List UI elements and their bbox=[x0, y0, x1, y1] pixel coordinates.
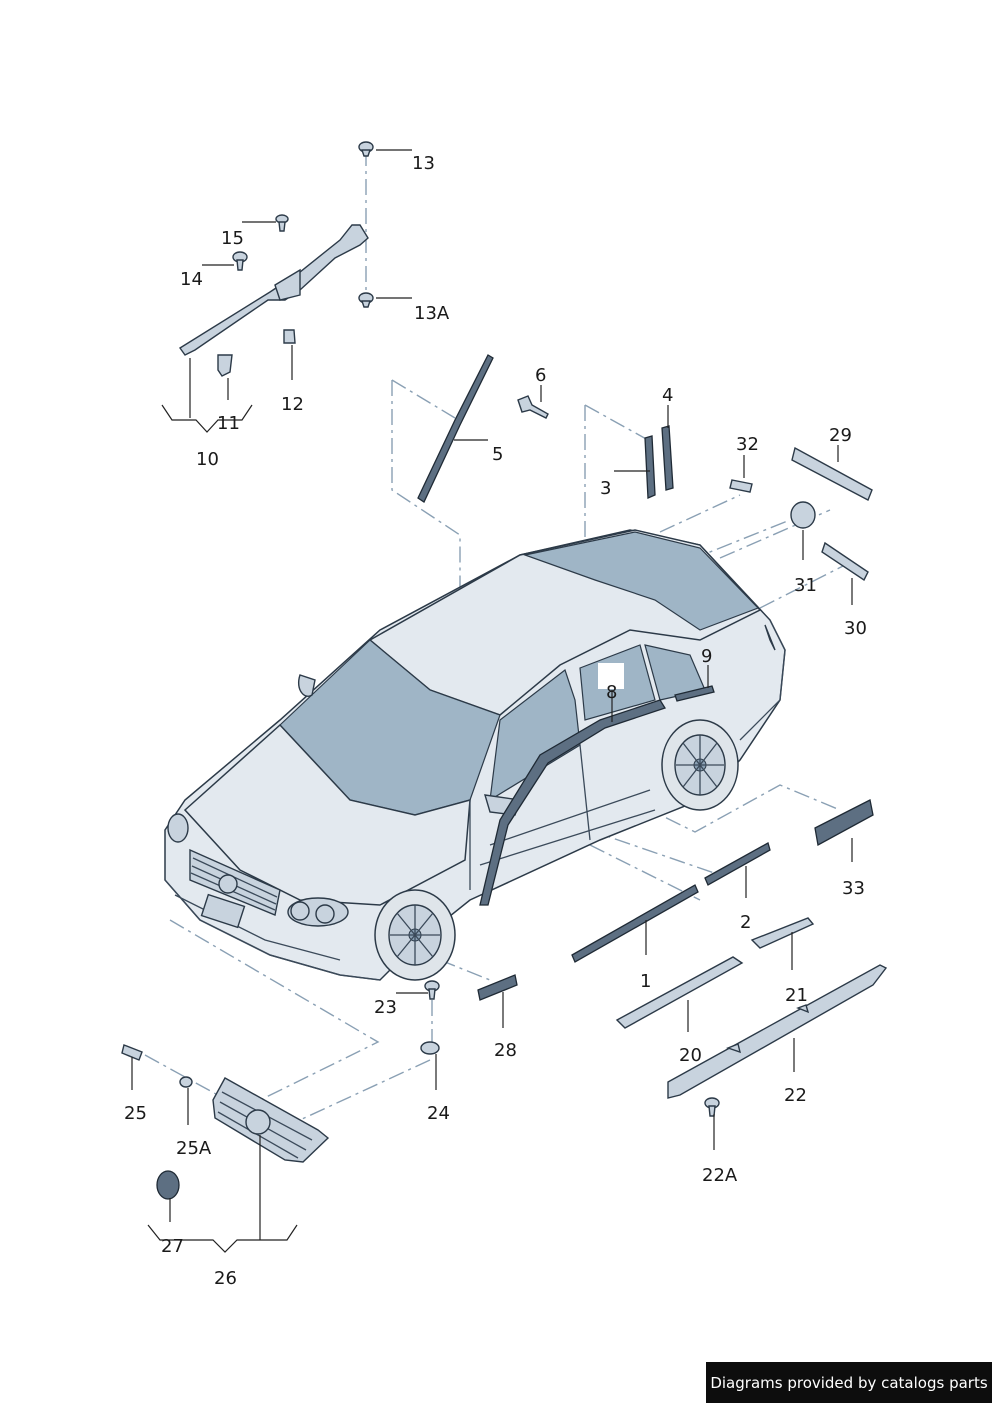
callout-30: 30 bbox=[844, 618, 867, 639]
part-2-side-molding bbox=[704, 842, 771, 886]
footer-credit-badge: Diagrams provided by catalogs parts bbox=[706, 1362, 992, 1403]
callout-26: 26 bbox=[214, 1268, 237, 1289]
callout-27: 27 bbox=[161, 1236, 184, 1257]
part-27-emblem bbox=[156, 1170, 180, 1200]
part-22-rocker-panel bbox=[667, 964, 888, 1099]
callout-28: 28 bbox=[494, 1040, 517, 1061]
part-1-side-molding bbox=[571, 884, 699, 963]
callout-20: 20 bbox=[679, 1045, 702, 1066]
callout-25a: 25A bbox=[176, 1138, 212, 1159]
part-24-nut bbox=[420, 1041, 440, 1055]
callout-31: 31 bbox=[794, 575, 817, 596]
part-9-trim bbox=[674, 685, 715, 702]
callout-3: 3 bbox=[600, 478, 611, 499]
callout-4: 4 bbox=[662, 385, 673, 406]
callout-6: 6 bbox=[535, 365, 546, 386]
part-25a-nut bbox=[179, 1076, 193, 1088]
callout-10: 10 bbox=[196, 449, 219, 470]
part-3-pillar-trim bbox=[644, 435, 656, 499]
callout-32: 32 bbox=[736, 434, 759, 455]
part-11-clip bbox=[217, 354, 233, 377]
callout-2: 2 bbox=[740, 912, 751, 933]
callout-5: 5 bbox=[492, 444, 503, 465]
callout-11: 11 bbox=[217, 413, 240, 434]
rear-window bbox=[522, 531, 760, 631]
callout-14: 14 bbox=[180, 269, 203, 290]
part-33-emblem bbox=[814, 799, 874, 847]
callout-13a: 13A bbox=[414, 303, 450, 324]
part-29-nameplate bbox=[791, 446, 873, 501]
callout-23: 23 bbox=[374, 997, 397, 1018]
part-20-sill-plate bbox=[615, 956, 744, 1029]
callout-9: 9 bbox=[701, 646, 712, 667]
part-12-nut bbox=[283, 329, 296, 344]
leader-lines bbox=[131, 149, 853, 1253]
callout-15: 15 bbox=[221, 228, 244, 249]
callout-21: 21 bbox=[785, 985, 808, 1006]
callout-12: 12 bbox=[281, 394, 304, 415]
part-5-channel-strip bbox=[417, 354, 494, 503]
footer-credit-text: Diagrams provided by catalogs parts bbox=[710, 1373, 988, 1392]
part-31-badge bbox=[790, 501, 816, 529]
callout-13: 13 bbox=[412, 153, 435, 174]
callout-24: 24 bbox=[427, 1103, 450, 1124]
parts bbox=[121, 141, 888, 1200]
part-30-lettering bbox=[821, 541, 869, 582]
callout-1: 1 bbox=[640, 971, 651, 992]
part-21-sill-plate bbox=[750, 917, 815, 949]
front-side-window bbox=[489, 669, 581, 802]
callout-labels: 13 15 14 13A 12 11 10 6 5 4 3 32 29 31 3… bbox=[124, 153, 867, 1289]
callout-22a: 22A bbox=[702, 1165, 738, 1186]
part-10-trim bbox=[178, 224, 369, 356]
part-25-clip bbox=[121, 1044, 143, 1061]
part-6-stud bbox=[517, 395, 549, 419]
callout-8: 8 bbox=[606, 682, 617, 703]
callout-25: 25 bbox=[124, 1103, 147, 1124]
car-body bbox=[164, 529, 786, 981]
callout-33: 33 bbox=[842, 878, 865, 899]
part-28-emblem bbox=[477, 974, 518, 1001]
part-8-door-seal bbox=[479, 699, 666, 906]
callout-29: 29 bbox=[829, 425, 852, 446]
part-4-pillar-trim bbox=[661, 425, 674, 491]
callout-22: 22 bbox=[784, 1085, 807, 1106]
part-32-emblem bbox=[729, 479, 753, 493]
